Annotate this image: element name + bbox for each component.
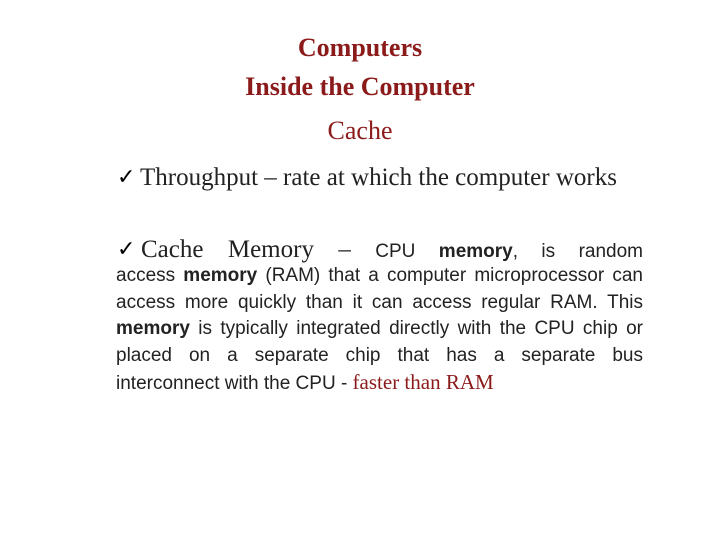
slide-title-line1: Computers	[297, 33, 423, 62]
slide-title-line2: Inside the Computer	[245, 72, 475, 101]
bullet-2-bold1: memory	[438, 241, 513, 262]
bullet-2-part1: CPU	[375, 241, 439, 262]
bullet-2-first-line: Cache Memory – CPU memory, is random	[141, 236, 643, 267]
bullet-2-access: access	[116, 265, 184, 286]
bullet-2-lead: Cache Memory –	[141, 236, 376, 263]
bullet-2-part4: is typically integrated directly with th…	[116, 318, 643, 394]
slide-subtitle: Cache	[327, 116, 393, 145]
check-icon: ✓	[117, 237, 136, 262]
bullet-2-paragraph: access memory (RAM) that a computer micr…	[116, 263, 643, 398]
bullet-2-accent: faster than RAM	[352, 370, 494, 394]
check-icon: ✓	[117, 165, 136, 190]
bullet-2-bold3: memory	[116, 318, 190, 339]
bullet-2-bold2: memory	[183, 265, 258, 286]
bullet-2-first-line-tail: , is random	[512, 241, 643, 262]
bullet-1-text: Throughput – rate at which the computer …	[140, 164, 617, 191]
bullet-2-part3: (RAM) that a computer microprocessor can…	[116, 265, 643, 313]
